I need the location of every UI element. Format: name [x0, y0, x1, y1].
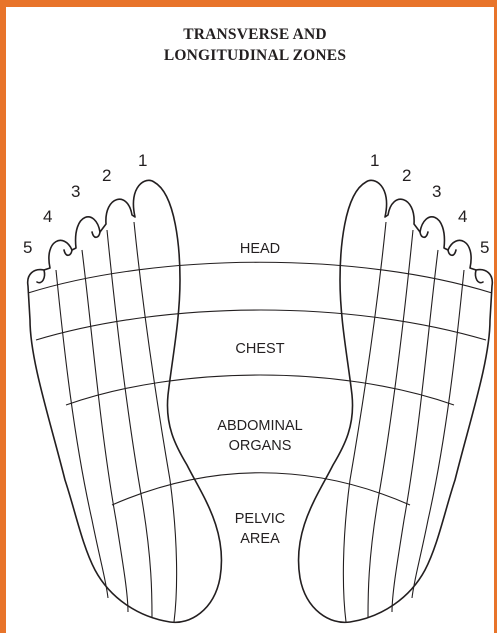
chest-abdomen-boundary: [36, 310, 486, 340]
zone-label-pelvic: PELVIC: [235, 511, 286, 527]
right-toe-3-number: 3: [432, 182, 441, 201]
zone-label-organs: ORGANS: [229, 438, 292, 454]
left-foot-outline: [28, 180, 222, 622]
right-toe-1-number: 1: [370, 151, 379, 170]
right-toe-4-number: 4: [458, 207, 467, 226]
left-toe-1-number: 1: [138, 151, 147, 170]
left-foot-longitudinal-zones: [56, 222, 177, 622]
left-toe-2-number: 2: [102, 166, 111, 185]
left-toe-5-number: 5: [23, 238, 32, 257]
left-toe-3-number: 3: [71, 182, 80, 201]
right-foot: [299, 180, 493, 622]
abdomen-pelvic-boundary: [112, 473, 410, 505]
right-toe-5-number: 5: [480, 238, 489, 257]
right-toe-2-number: 2: [402, 166, 411, 185]
zone-label-abdominal: ABDOMINAL: [217, 418, 302, 434]
zone-label-head: HEAD: [240, 241, 280, 257]
head-chest-boundary: [28, 262, 492, 293]
right-foot-longitudinal-zones: [343, 222, 464, 622]
left-toe-4-number: 4: [43, 207, 52, 226]
zone-label-chest: CHEST: [235, 341, 284, 357]
right-foot-outline: [299, 180, 493, 622]
left-foot: [28, 180, 222, 622]
zone-label-area: AREA: [240, 531, 280, 547]
